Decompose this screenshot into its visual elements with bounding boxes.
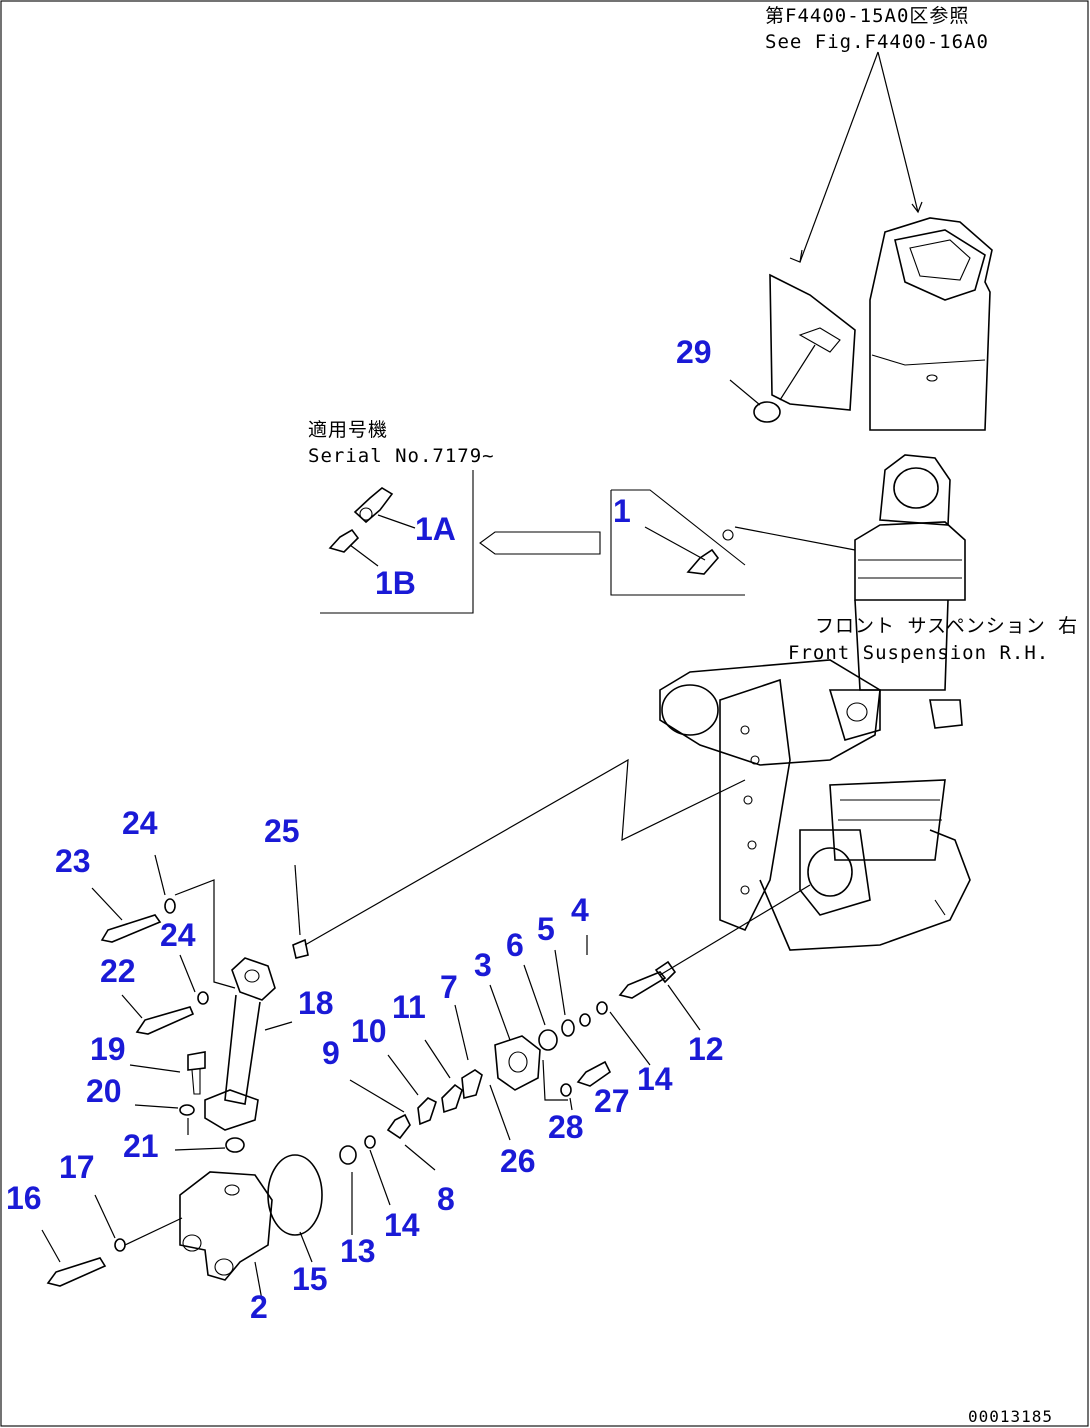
callout-2: 2 — [250, 1289, 268, 1325]
callout-24-top: 24 — [122, 805, 158, 841]
callout-numbers: 29 1 1A 1B 24 23 25 24 22 18 19 20 21 17… — [6, 334, 724, 1325]
callout-22: 22 — [100, 953, 136, 989]
callout-8: 8 — [437, 1181, 455, 1217]
part-1-detail — [610, 489, 856, 596]
callout-1a: 1A — [415, 511, 456, 547]
cover-assembly — [729, 217, 993, 431]
leader-lines-main — [304, 758, 811, 976]
callout-27: 27 — [594, 1083, 630, 1119]
callout-23: 23 — [55, 843, 91, 879]
callout-17: 17 — [59, 1149, 95, 1185]
suspension-en: Front Suspension R.H. — [788, 642, 1049, 664]
callout-6: 6 — [506, 927, 524, 963]
callout-leaders — [41, 854, 701, 1263]
callout-5: 5 — [537, 911, 555, 947]
callout-16: 16 — [6, 1180, 42, 1216]
callout-4: 4 — [571, 892, 589, 928]
see-fig-en: See Fig.F4400-16A0 — [765, 31, 989, 53]
see-fig-jp: 第F4400-15A0区参照 — [765, 5, 969, 27]
callout-11: 11 — [392, 989, 426, 1025]
front-suspension-assembly — [659, 454, 971, 951]
callout-14-right: 14 — [637, 1061, 673, 1097]
lower-parts — [46, 879, 677, 1301]
callout-9: 9 — [322, 1035, 340, 1071]
serial-jp: 適用号機 — [308, 419, 388, 441]
callout-1b: 1B — [375, 565, 416, 601]
callout-24-mid: 24 — [160, 917, 196, 953]
serial-box — [320, 470, 601, 614]
callout-10: 10 — [351, 1013, 387, 1049]
callout-3: 3 — [474, 947, 492, 983]
callout-19: 19 — [90, 1031, 126, 1067]
callout-29: 29 — [676, 334, 712, 370]
callout-14-bottom: 14 — [384, 1207, 420, 1243]
callout-15: 15 — [292, 1261, 328, 1297]
callout-28: 28 — [548, 1109, 584, 1145]
callout-21: 21 — [123, 1128, 159, 1164]
drawing-code: 00013185 — [968, 1407, 1053, 1426]
callout-13: 13 — [340, 1233, 376, 1269]
callout-12: 12 — [688, 1031, 724, 1067]
callout-25: 25 — [264, 813, 300, 849]
reference-arrows — [789, 51, 923, 263]
callout-20: 20 — [86, 1073, 122, 1109]
callout-18: 18 — [298, 985, 334, 1021]
callout-1: 1 — [613, 493, 631, 529]
callout-26: 26 — [500, 1143, 536, 1179]
callout-7: 7 — [440, 969, 458, 1005]
suspension-jp: フロント サスペンション 右 — [815, 615, 1078, 637]
serial-en: Serial No.7179~ — [308, 445, 495, 467]
